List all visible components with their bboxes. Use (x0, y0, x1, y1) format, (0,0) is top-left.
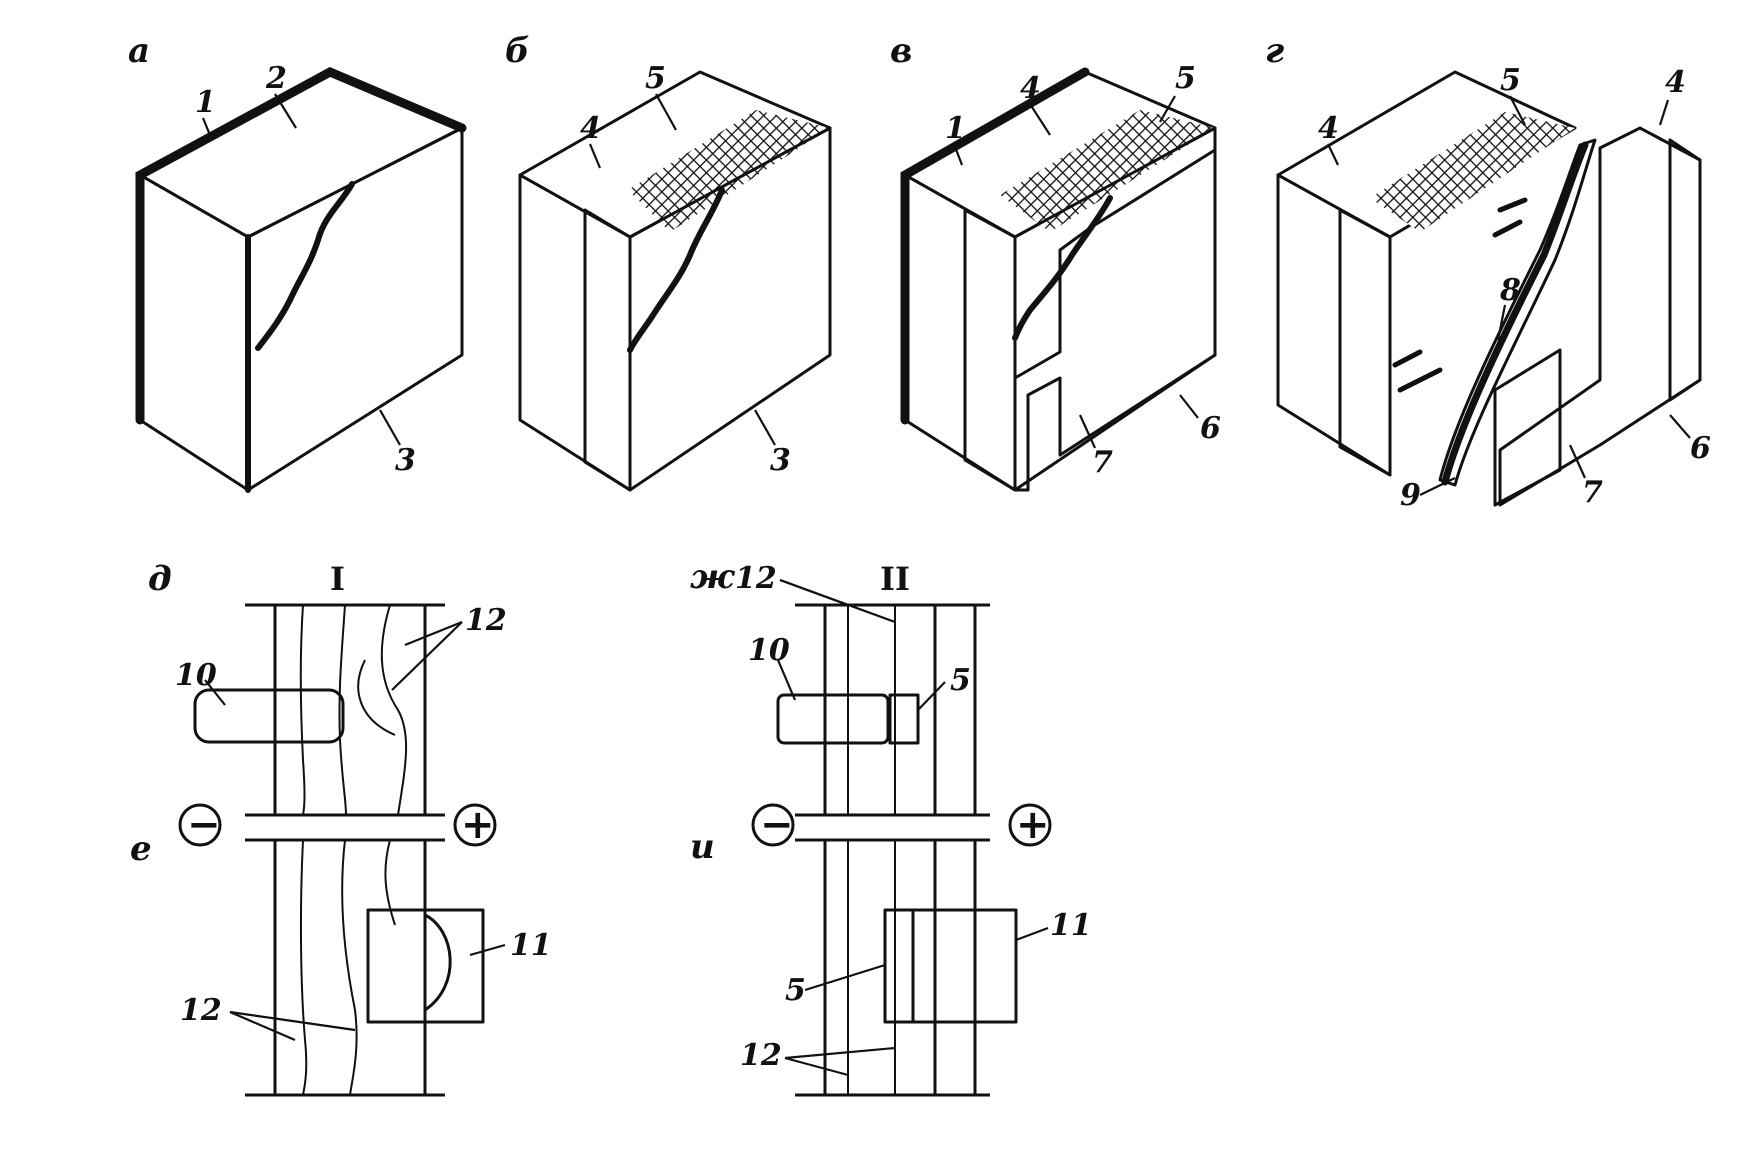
panel-zh-callout-5: 5 (950, 663, 971, 698)
panel-b-left-cross-band (583, 208, 632, 492)
svg-text:+: + (1016, 802, 1050, 848)
panel-g-left-face (1276, 173, 1392, 477)
panel-v: в 1 4 5 7 6 (890, 31, 1221, 492)
panel-d-letter: д (148, 559, 172, 599)
panel-b: б 4 5 3 (505, 31, 832, 492)
panel-zh-roman: II (880, 560, 910, 598)
panel-e-letter: е (130, 829, 152, 869)
panel-b-callout-5: 5 (645, 61, 666, 96)
panel-d-e: − + д I 12 10 е 11 12 (130, 559, 552, 1097)
panel-zh-callout-12: 12 (735, 561, 777, 596)
panel-v-tile-surface (1013, 148, 1217, 492)
panel-g-callout-4a: 4 (1318, 111, 1339, 146)
panel-g: г 4 5 4 8 9 7 6 (1265, 31, 1711, 513)
panel-i-primer-layer-5 (883, 908, 915, 1024)
panel-i-callout-5: 5 (785, 973, 806, 1008)
panel-i-minus-sign (751, 803, 795, 847)
panel-g-callout-5: 5 (1500, 63, 1521, 98)
panel-a-callout-2: 2 (265, 61, 287, 96)
panel-g-top-cross-band (1370, 112, 1575, 232)
panel-a-tear-line (255, 181, 355, 351)
panel-v-letter: в (890, 31, 912, 71)
panel-e-plus-sign (453, 803, 497, 847)
panel-i-callout-12: 12 (740, 1038, 782, 1073)
panel-v-callout-5: 5 (1175, 61, 1196, 96)
panel-g-callout-7: 7 (1582, 475, 1603, 510)
panel-e-callout-11: 11 (510, 928, 552, 963)
panel-a-front-face (246, 126, 464, 492)
panel-a: а 1 2 3 (128, 31, 467, 493)
panel-g-tile-step (1493, 348, 1562, 507)
panel-i-wood-section (795, 838, 1018, 1097)
panel-g-left-cross-band (1338, 208, 1392, 477)
panel-b-top-cross-band (628, 110, 830, 232)
svg-text:−: − (187, 802, 221, 848)
panel-g-callout-6: 6 (1690, 431, 1711, 466)
panel-b-callout-4: 4 (580, 111, 601, 146)
panel-v-callout-1: 1 (945, 111, 966, 146)
panel-g-film-edge (1441, 141, 1589, 486)
panel-i-callout-11: 11 (1050, 908, 1092, 943)
panel-zh-callout-10: 10 (748, 633, 790, 668)
panel-b-left-face (518, 173, 632, 492)
svg-text:+: + (461, 802, 495, 848)
panel-a-letter: а (128, 31, 150, 71)
panel-v-callout-7: 7 (1092, 445, 1113, 480)
panel-b-letter: б (505, 31, 530, 71)
panel-i-plus-sign (1008, 803, 1052, 847)
panel-zh-letter: ж (690, 557, 736, 597)
panel-zh-adhesive-drop-10 (776, 693, 890, 745)
panel-g-peeled-film (1438, 138, 1597, 487)
panel-v-left-face (903, 173, 1017, 492)
panel-a-left-face (138, 173, 250, 492)
panel-b-callout-3: 3 (770, 443, 791, 478)
panel-v-callout-6: 6 (1200, 411, 1221, 446)
panel-e-adhesive-drop-11 (366, 908, 485, 1024)
panel-v-callout-4: 4 (1020, 71, 1041, 106)
panel-a-top-face (138, 70, 464, 239)
panel-zh-wood-section (776, 603, 990, 817)
panel-zh-primer-layer-5 (888, 693, 920, 745)
panel-d-wood-section (193, 603, 445, 817)
panel-v-left-cross-band (963, 208, 1017, 492)
panel-zh-i: − + ж II 12 10 5 и 11 5 12 (690, 557, 1092, 1097)
panel-i-letter: и (690, 827, 715, 867)
panel-v-top-cross-band (1000, 110, 1215, 232)
panel-g-letter: г (1265, 31, 1284, 71)
panel-e-callout-12: 12 (180, 993, 222, 1028)
panel-a-callout-3: 3 (395, 443, 416, 478)
panel-g-callout-4b: 4 (1665, 65, 1686, 100)
panel-a-coating-edge (135, 67, 467, 425)
panel-e-minus-sign (178, 803, 222, 847)
svg-text:−: − (760, 802, 794, 848)
panel-d-adhesive-drop-10 (193, 688, 345, 744)
panel-b-front-face (628, 126, 832, 492)
panel-g-callout-9: 9 (1400, 478, 1421, 513)
panel-i-adhesive-drop-11 (911, 908, 1018, 1024)
panel-g-callout-8: 8 (1499, 273, 1521, 308)
panel-a-callout-1: 1 (195, 85, 216, 120)
panel-d-callout-12: 12 (465, 603, 507, 638)
panel-e-wood-section (245, 838, 485, 1097)
panel-d-roman: I (330, 560, 345, 598)
